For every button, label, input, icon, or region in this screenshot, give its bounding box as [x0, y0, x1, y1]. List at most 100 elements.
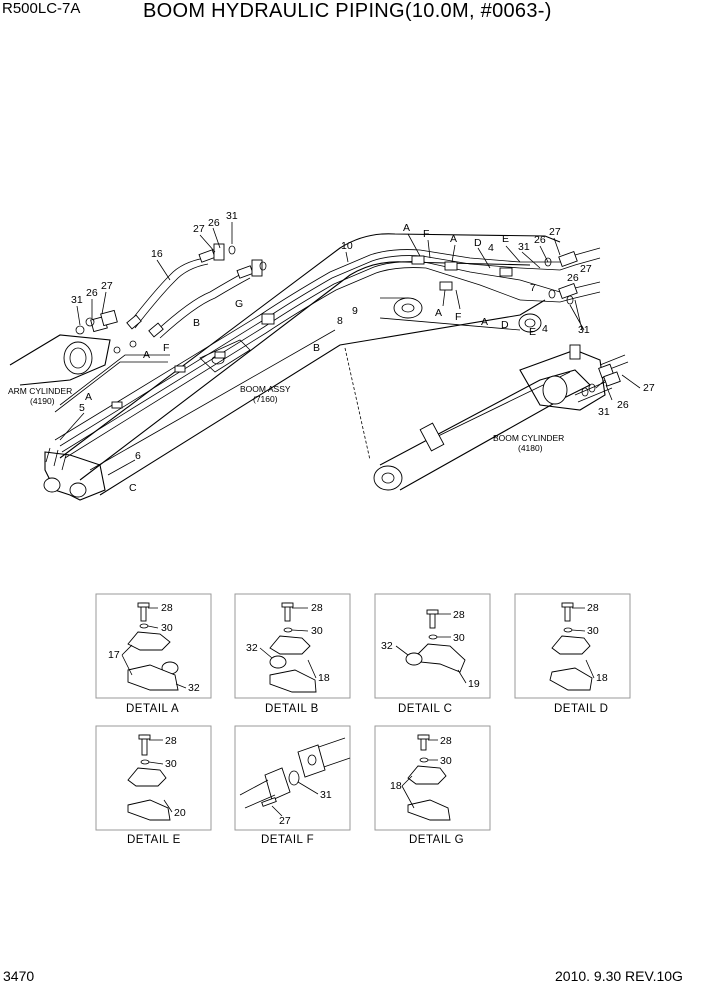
detail-f-frame: [234, 725, 351, 831]
detail-b-part: 30: [311, 625, 323, 637]
part-26: 26: [86, 287, 98, 299]
part-8: 8: [337, 315, 343, 327]
part-31: 31: [598, 406, 610, 418]
ref-a: A: [85, 391, 92, 403]
part-31: 31: [226, 210, 238, 222]
ref-a: A: [143, 349, 150, 361]
boom-cylinder-ref: (4180): [518, 443, 543, 453]
detail-e-part: 20: [174, 807, 186, 819]
ref-d: D: [474, 237, 482, 249]
detail-b-part: 32: [246, 642, 258, 654]
detail-b-frame: [234, 593, 351, 699]
detail-d-part: 18: [596, 672, 608, 684]
part-26: 26: [567, 272, 579, 284]
detail-g-drawing: 28 30 18: [390, 734, 452, 821]
detail-a-caption: DETAIL A: [126, 703, 179, 715]
ref-f: F: [163, 342, 169, 354]
detail-e-frame: [95, 725, 212, 831]
detail-e-drawing: 28 30 20: [127, 734, 186, 821]
ref-f: F: [423, 228, 429, 240]
detail-reference-letters: A F A D E A F A D E G B B F A A C: [85, 222, 536, 494]
part-5: 5: [79, 402, 85, 414]
part-27: 27: [101, 280, 113, 292]
part-6: 6: [135, 450, 141, 462]
part-26: 26: [534, 234, 546, 246]
part-31: 31: [71, 294, 83, 306]
detail-d-part: 30: [587, 625, 599, 637]
model-code: R500LC-7A: [2, 0, 81, 17]
ref-f: F: [455, 311, 461, 323]
detail-d-part: 28: [587, 602, 599, 614]
detail-d-drawing: 28 30 18: [549, 602, 608, 691]
detail-e-part: 28: [165, 735, 177, 747]
part-7: 7: [530, 282, 536, 294]
detail-e-caption: DETAIL E: [127, 834, 181, 846]
page-number: 3470: [3, 968, 35, 984]
leader-lines: [59, 222, 641, 476]
ref-e: E: [502, 233, 509, 245]
detail-f-part: 31: [320, 789, 332, 801]
detail-b-part: 28: [311, 602, 323, 614]
ref-b: B: [193, 317, 200, 329]
detail-f-drawing: 31 27: [239, 737, 351, 827]
detail-a-part: 28: [161, 602, 173, 614]
right-fittings: [519, 247, 601, 305]
detail-c-frame: [374, 593, 491, 699]
detail-d-frame: [514, 593, 631, 699]
part-27: 27: [643, 382, 655, 394]
ref-d: D: [501, 319, 509, 331]
detail-b-drawing: 28 30 32 18: [246, 602, 330, 693]
ref-e: E: [529, 326, 536, 338]
ref-a: A: [450, 233, 457, 245]
ref-b: B: [313, 342, 320, 354]
ref-a: A: [403, 222, 410, 234]
detail-c-caption: DETAIL C: [398, 703, 452, 715]
ref-c: C: [129, 482, 137, 494]
page-title: BOOM HYDRAULIC PIPING(10.0M, #0063-): [143, 0, 552, 22]
boom-assy-ref: (7160): [253, 394, 278, 404]
part-4: 4: [488, 242, 494, 254]
part-9: 9: [352, 305, 358, 317]
ref-a: A: [481, 316, 488, 328]
part-26: 26: [208, 217, 220, 229]
arm-cylinder-label: ARM CYLINDER: [8, 386, 72, 396]
detail-g-part: 28: [440, 735, 452, 747]
part-27: 27: [193, 223, 205, 235]
boom-cylinder-label: BOOM CYLINDER: [493, 433, 564, 443]
detail-g-caption: DETAIL G: [409, 834, 464, 846]
detail-a-part: 17: [108, 649, 120, 661]
detail-g-frame: [374, 725, 491, 831]
detail-f-caption: DETAIL F: [261, 834, 314, 846]
boom-cylinder-drawing: [373, 344, 629, 491]
boom-assy-label: BOOM ASSY: [240, 384, 291, 394]
detail-a-frame: [95, 593, 212, 699]
detail-a-drawing: 28 30 17 32: [108, 602, 200, 694]
detail-g-part: 30: [440, 755, 452, 767]
part-10: 10: [341, 240, 353, 252]
detail-b-part: 18: [318, 672, 330, 684]
ref-g: G: [235, 298, 243, 310]
detail-c-drawing: 28 30 32 19: [381, 609, 480, 690]
detail-f-part: 27: [279, 815, 291, 827]
detail-c-part: 28: [453, 609, 465, 621]
part-callouts: 16 27 26 31 31 26 27 10 9 8 5 6 4 4 7 31…: [71, 210, 655, 462]
detail-a-part: 32: [188, 682, 200, 694]
detail-a-part: 30: [161, 622, 173, 634]
detail-c-part: 32: [381, 640, 393, 652]
detail-g-part: 18: [390, 780, 402, 792]
arm-cylinder-ref: (4190): [30, 396, 55, 406]
ref-a: A: [435, 307, 442, 319]
part-31: 31: [518, 241, 530, 253]
date-revision: 2010. 9.30 REV.10G: [555, 968, 683, 984]
detail-b-caption: DETAIL B: [265, 703, 319, 715]
part-16: 16: [151, 248, 163, 260]
detail-e-part: 30: [165, 758, 177, 770]
part-27: 27: [580, 263, 592, 275]
part-26: 26: [617, 399, 629, 411]
detail-d-caption: DETAIL D: [554, 703, 608, 715]
detail-c-part: 19: [468, 678, 480, 690]
detail-c-part: 30: [453, 632, 465, 644]
part-27: 27: [549, 226, 561, 238]
hydraulic-pipes: [9, 243, 521, 471]
